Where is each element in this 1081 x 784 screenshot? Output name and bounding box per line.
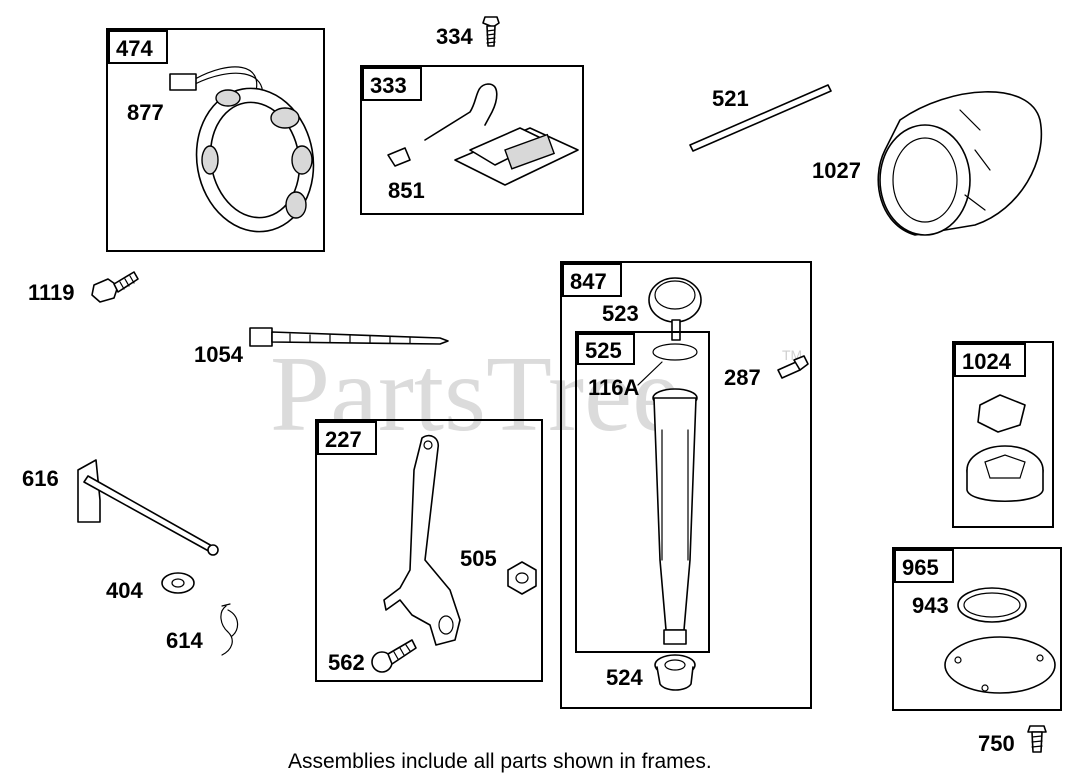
frame-474-tag bbox=[108, 30, 168, 64]
clip-614[interactable] bbox=[220, 603, 239, 656]
label-1054: 1054 bbox=[194, 342, 244, 367]
frame-525-tag bbox=[577, 333, 635, 365]
label-404: 404 bbox=[106, 578, 143, 603]
nut-505[interactable] bbox=[507, 561, 537, 595]
bolt-1119[interactable] bbox=[91, 271, 139, 303]
frame-227-label: 227 bbox=[325, 427, 362, 452]
label-287: 287 bbox=[724, 365, 761, 390]
frame-474-label: 474 bbox=[116, 36, 153, 61]
screw-562[interactable] bbox=[371, 639, 417, 673]
shaft-616[interactable] bbox=[77, 459, 219, 556]
screw-750[interactable] bbox=[1027, 725, 1047, 753]
frame-1024 bbox=[952, 341, 1054, 528]
frame-333-tag bbox=[362, 67, 422, 101]
frame-847-tag bbox=[562, 263, 622, 297]
label-943: 943 bbox=[912, 593, 949, 618]
frame-1024-tag bbox=[954, 343, 1026, 377]
frame-847-label: 847 bbox=[570, 269, 607, 294]
label-1119: 1119 bbox=[28, 280, 75, 305]
screw-287[interactable] bbox=[777, 355, 809, 379]
label-334: 334 bbox=[436, 24, 473, 49]
frame-474 bbox=[106, 28, 325, 252]
rotor-1024[interactable] bbox=[966, 394, 1044, 502]
governor-lever-227[interactable] bbox=[383, 434, 461, 646]
label-523: 523 bbox=[602, 301, 639, 326]
frame-1024-label: 1024 bbox=[962, 349, 1012, 374]
label-750: 750 bbox=[978, 731, 1015, 756]
label-562: 562 bbox=[328, 650, 365, 675]
label-116A: 116A bbox=[588, 375, 639, 400]
gasket-943[interactable] bbox=[957, 587, 1027, 623]
frame-965-label: 965 bbox=[902, 555, 939, 580]
frame-525-label: 525 bbox=[585, 338, 622, 363]
oil-filter-1027[interactable] bbox=[877, 91, 1043, 236]
label-1027: 1027 bbox=[812, 158, 861, 183]
cable-tie-1054[interactable] bbox=[249, 327, 449, 347]
dipstick-tube-part[interactable] bbox=[637, 343, 698, 645]
dipstick-cap-523[interactable] bbox=[648, 277, 702, 341]
washer-404[interactable] bbox=[161, 572, 195, 594]
label-851: 851 bbox=[388, 178, 425, 203]
frame-525 bbox=[575, 331, 710, 653]
label-505: 505 bbox=[460, 546, 497, 571]
rod-521[interactable] bbox=[689, 84, 832, 152]
ignition-coil-part[interactable] bbox=[387, 83, 579, 186]
frame-333-label: 333 bbox=[370, 73, 407, 98]
label-877: 877 bbox=[127, 100, 164, 125]
cover-plate-part[interactable] bbox=[944, 636, 1056, 694]
frame-227 bbox=[315, 419, 543, 682]
frame-333 bbox=[360, 65, 584, 215]
label-616: 616 bbox=[22, 466, 59, 491]
frame-965-tag bbox=[894, 549, 954, 583]
caption: Assemblies include all parts shown in fr… bbox=[288, 750, 712, 773]
label-614: 614 bbox=[166, 628, 203, 653]
label-521: 521 bbox=[712, 86, 749, 111]
grommet-524[interactable] bbox=[654, 654, 696, 691]
stator-part[interactable] bbox=[169, 66, 325, 241]
frame-847 bbox=[560, 261, 812, 709]
frame-227-tag bbox=[317, 421, 377, 455]
frame-965 bbox=[892, 547, 1062, 711]
label-524: 524 bbox=[606, 665, 643, 690]
screw-334[interactable] bbox=[482, 16, 500, 47]
